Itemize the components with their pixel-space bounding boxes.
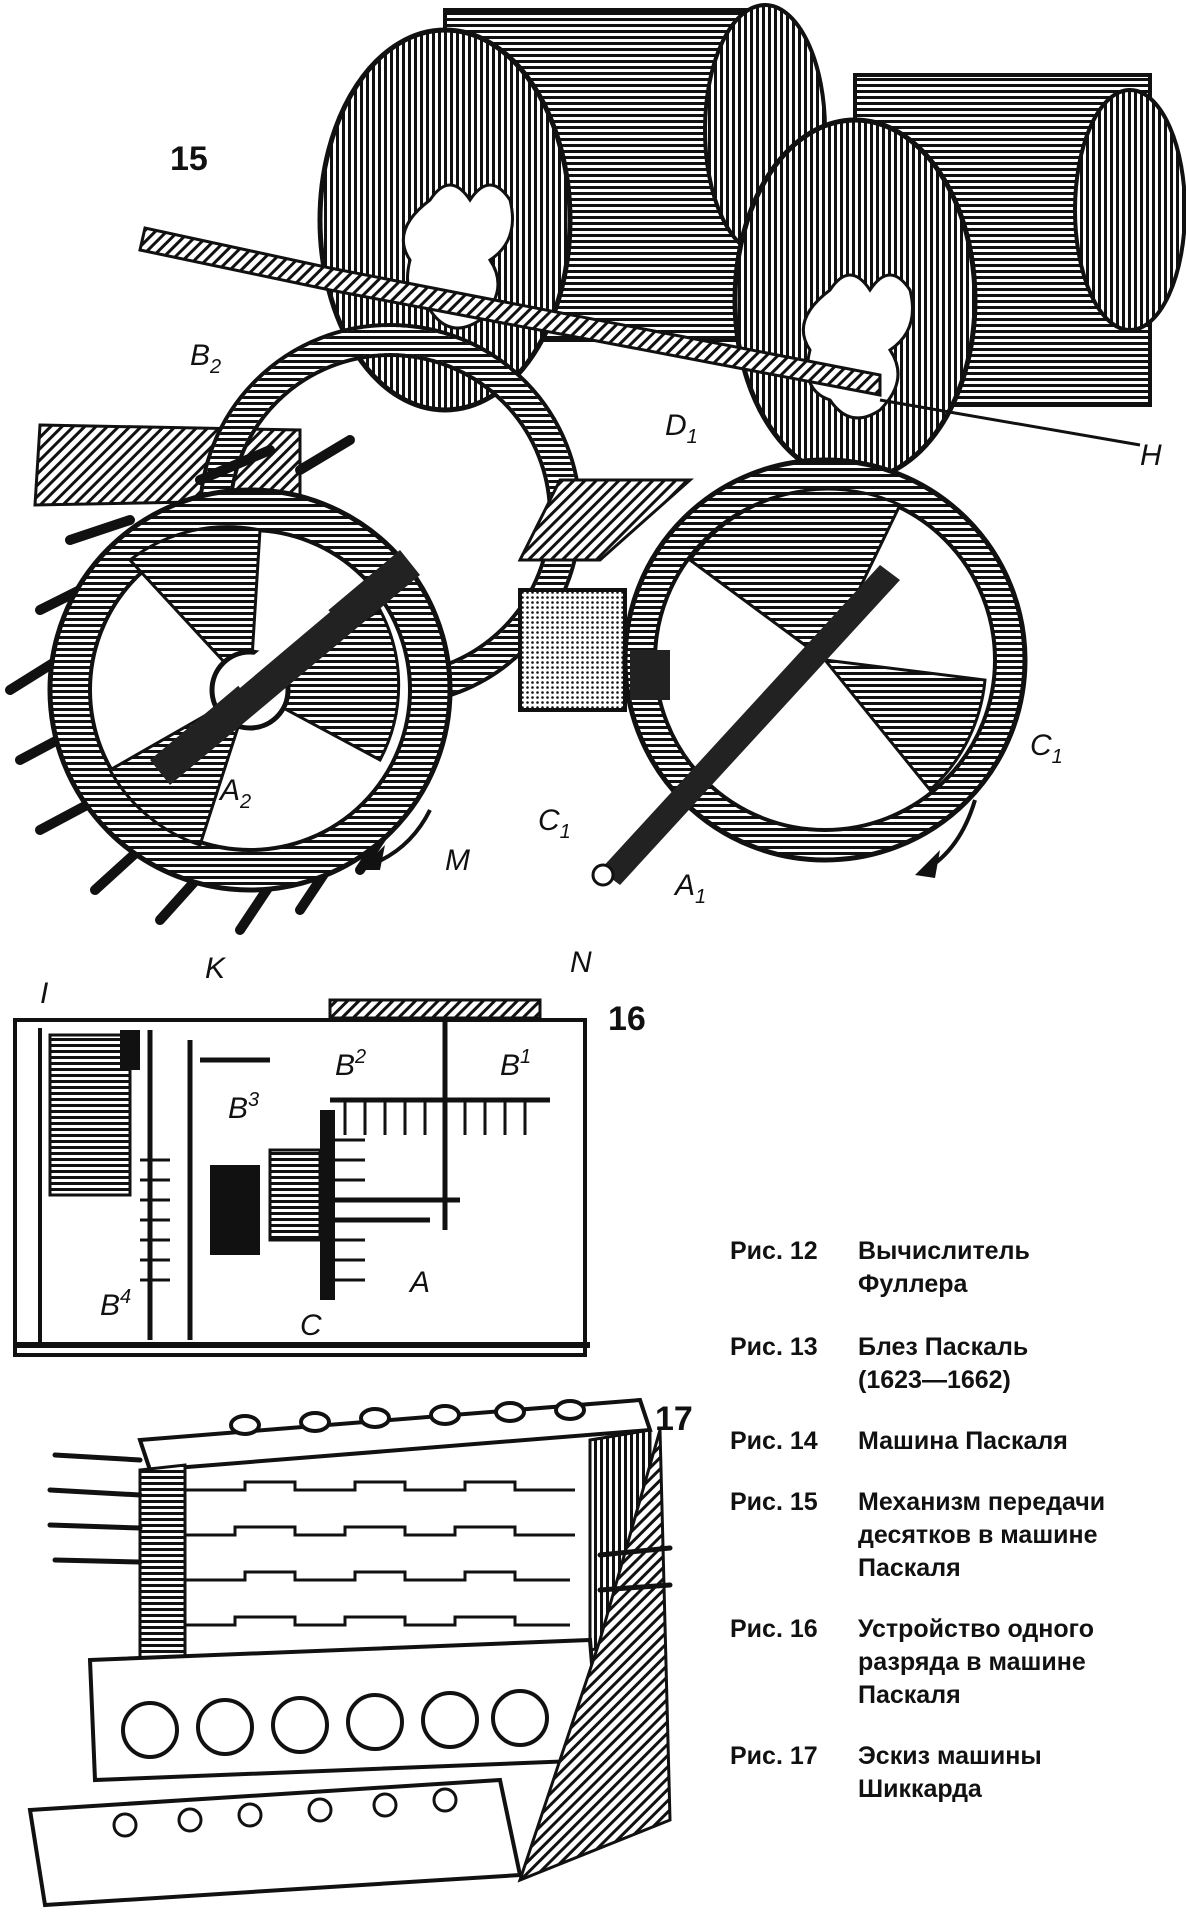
caption-number: Рис. 12 <box>730 1237 818 1265</box>
label-b2-sup: B2 <box>335 1046 366 1082</box>
rule-slides <box>185 1480 575 1627</box>
caption-number: Рис. 17 <box>730 1742 818 1770</box>
caption-text: Вычислитель Фуллера <box>858 1237 1030 1298</box>
caption-text: Устройство одного разряда в машине Паска… <box>858 1615 1094 1709</box>
base-plate <box>27 1777 523 1908</box>
caption-number: Рис. 13 <box>730 1333 818 1361</box>
figure-15-transmission-mechanism: 15 B2 D1 H A2 M C1 A1 C1 <box>5 3 1186 935</box>
figure-17-schickard-sketch: 17 <box>27 1397 693 1908</box>
label-a2: A2 <box>218 774 251 813</box>
top-dials <box>229 1399 586 1436</box>
fig17-number: 17 <box>655 1400 693 1438</box>
caption-item: Рис. 13 Блез Паскаль (1623—1662) <box>730 1331 1180 1397</box>
left-drum <box>317 3 827 413</box>
ratchet-k <box>120 1030 140 1070</box>
caption-number: Рис. 15 <box>730 1488 818 1516</box>
label-b1: B1 <box>500 1046 531 1082</box>
label-b3: B3 <box>228 1089 259 1125</box>
caption-text: Машина Паскаля <box>858 1427 1068 1455</box>
label-k: K <box>205 952 227 985</box>
pin-wheel-a2 <box>5 435 453 935</box>
caption-number: Рис. 14 <box>730 1427 818 1455</box>
label-i: I <box>40 977 48 1010</box>
caption-item: Рис. 16 Устройство одного разряда в маши… <box>730 1613 1180 1712</box>
dial-n <box>328 998 542 1020</box>
caption-item: Рис. 12 Вычислитель Фуллера <box>730 1235 1180 1301</box>
caption-list: Рис. 12 Вычислитель Фуллера Рис. 13 Блез… <box>730 1235 1180 1806</box>
label-a: A <box>408 1266 430 1299</box>
caption-number: Рис. 16 <box>730 1615 818 1643</box>
label-m: M <box>445 844 470 877</box>
wheel-c1 <box>591 457 1028 887</box>
gear-teeth <box>140 1100 527 1282</box>
label-n: N <box>570 946 592 979</box>
figure-16-digit-section: 16 I K N B2 B1 B3 A B4 C <box>13 946 646 1357</box>
carry-bar <box>138 226 882 397</box>
label-c1-center: C1 <box>538 804 571 843</box>
axle-a1 <box>600 565 900 885</box>
drum-i <box>48 1033 132 1197</box>
caption-item: Рис. 15 Механизм передачи десятков в маш… <box>730 1486 1180 1585</box>
caption-text: Блез Паскаль (1623—1662) <box>858 1333 1029 1394</box>
label-c1-right: C1 <box>1030 729 1063 768</box>
caption-item: Рис. 14 Машина Паскаля <box>730 1425 1180 1458</box>
caption-item: Рис. 17 Эскиз машины Шиккарда <box>730 1740 1180 1806</box>
label-b2: B2 <box>190 339 221 378</box>
caption-text: Механизм передачи десятков в машине Паск… <box>858 1488 1106 1582</box>
label-h: H <box>1140 439 1162 472</box>
right-drum <box>732 73 1186 483</box>
fig16-number: 16 <box>608 1000 646 1038</box>
fig15-number: 15 <box>170 140 208 178</box>
label-b4: B4 <box>100 1286 131 1322</box>
label-a1: A1 <box>673 869 706 908</box>
caption-text: Эскиз машины Шиккарда <box>858 1742 1042 1803</box>
sautoir-block <box>518 588 627 712</box>
setting-wheels <box>121 1689 549 1759</box>
side-rods <box>47 1452 673 1593</box>
label-d1: D1 <box>665 409 698 448</box>
label-c: C <box>300 1309 322 1342</box>
base-knobs <box>112 1787 458 1838</box>
